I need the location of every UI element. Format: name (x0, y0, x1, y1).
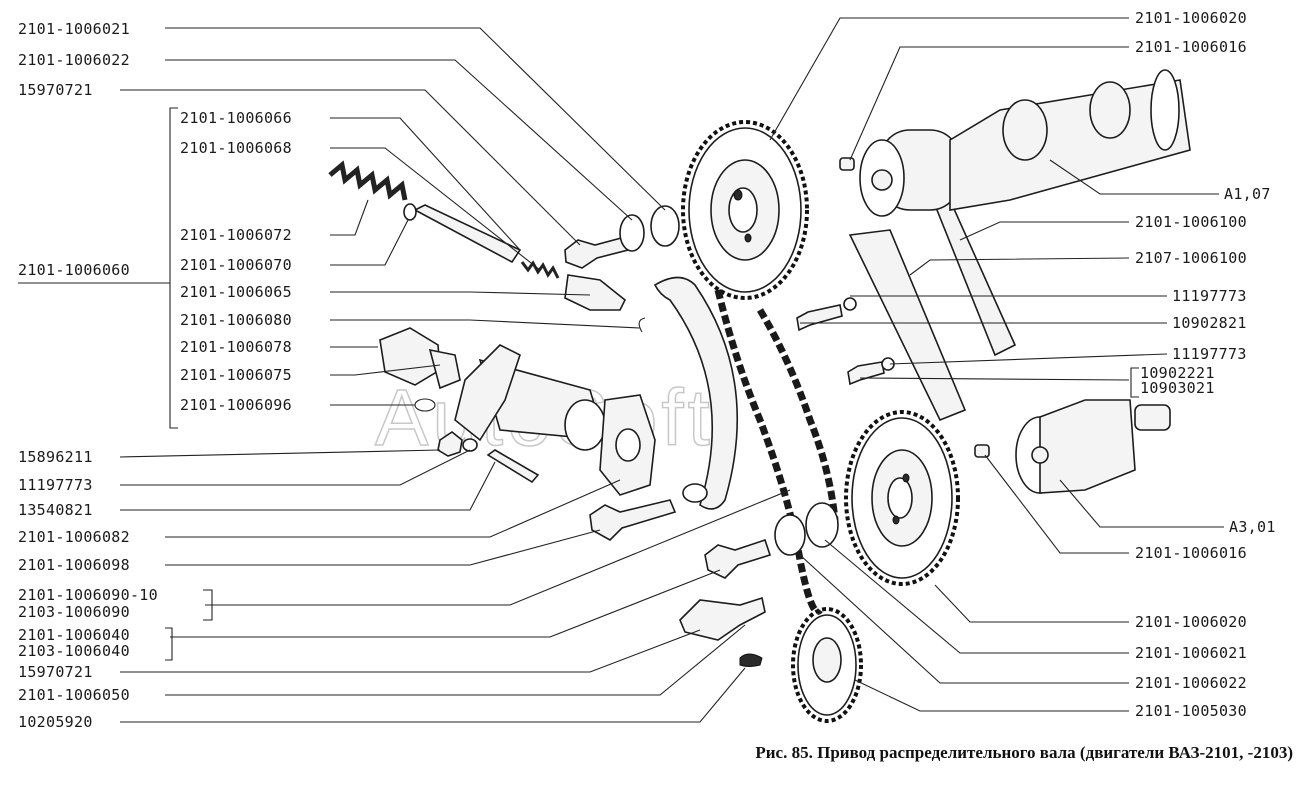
label-2101-1006020-bottom: 2101-1006020 (1135, 613, 1247, 631)
label-15970721-top: 15970721 (18, 81, 93, 99)
auxiliary-shaft-sprocket (844, 410, 960, 586)
label-2101-1006100: 2101-1006100 (1135, 213, 1247, 231)
label-2101-1006075: 2101-1006075 (180, 366, 292, 384)
chain-tensioner-shoe (653, 276, 738, 510)
damper-washer-1 (843, 297, 857, 311)
label-10902221: 10902221 (1140, 364, 1215, 382)
aux-sprocket-washer (774, 514, 806, 556)
label-2101-1006096: 2101-1006096 (180, 396, 292, 414)
tensioner-plunger (564, 274, 627, 311)
label-15970721-bottom: 15970721 (18, 663, 93, 681)
label-15896211: 15896211 (18, 448, 93, 466)
label-2101-1006080: 2101-1006080 (180, 311, 292, 329)
tensioner-small-spring (520, 260, 560, 279)
part-labels: 2101-1006021 2101-1006022 15970721 2101-… (18, 9, 1276, 731)
damper-bolt-1 (796, 304, 843, 332)
label-a107: А1,07 (1224, 185, 1271, 203)
label-2101-1006020-top: 2101-1006020 (1135, 9, 1247, 27)
label-11197773-b: 11197773 (1172, 345, 1247, 363)
label-10205920: 10205920 (18, 713, 93, 731)
label-2107-1006100: 2107-1006100 (1135, 249, 1247, 267)
label-2101-1006021-top: 2101-1006021 (18, 20, 130, 38)
tensioner-ball-valve (428, 348, 461, 390)
label-2101-1006066: 2101-1006066 (180, 109, 292, 127)
tensioner-spring (328, 160, 408, 201)
camshaft-sprocket-bolt (564, 236, 629, 269)
label-2101-1006022-bottom: 2101-1006022 (1135, 674, 1247, 692)
washer (462, 438, 478, 452)
camshaft (859, 69, 1191, 217)
label-2101-1006098: 2101-1006098 (18, 556, 130, 574)
leader-lines (18, 17, 1224, 723)
label-2101-1006016-bottom: 2101-1006016 (1135, 544, 1247, 562)
label-2101-1006090-10: 2101-1006090-10 (18, 586, 158, 604)
label-2101-1006021-bottom: 2101-1006021 (1135, 644, 1247, 662)
tensioner-body (454, 344, 656, 496)
aux-shaft-dowel (974, 444, 990, 458)
shoe-bolt (589, 499, 677, 541)
label-2101-1006060: 2101-1006060 (18, 261, 130, 279)
label-2101-1006078: 2101-1006078 (180, 338, 292, 356)
timing-chain-right-run (756, 308, 839, 521)
camshaft-dowel (839, 157, 855, 171)
label-2101-1006050: 2101-1006050 (18, 686, 130, 704)
aux-sprocket-washer-2 (805, 502, 839, 548)
label-2101-1006016-top: 2101-1006016 (1135, 38, 1247, 56)
tensioner-washer (403, 203, 417, 221)
retaining-ring (638, 317, 646, 333)
camshaft-sprocket (681, 120, 809, 300)
stud (486, 449, 540, 484)
timing-chain (714, 289, 823, 615)
label-10902821: 10902821 (1172, 314, 1247, 332)
label-2101-1006082: 2101-1006082 (18, 528, 130, 546)
label-2101-1005030: 2101-1005030 (1135, 702, 1247, 720)
label-10903021: 10903021 (1140, 379, 1215, 397)
label-a301: А3,01 (1229, 518, 1276, 536)
label-2101-1006072: 2101-1006072 (180, 226, 292, 244)
label-2101-1006070: 2101-1006070 (180, 256, 292, 274)
label-11197773-a: 11197773 (1172, 287, 1247, 305)
label-13540821: 13540821 (18, 501, 93, 519)
label-11197773-left: 11197773 (18, 476, 93, 494)
label-2101-1006065: 2101-1006065 (180, 283, 292, 301)
crankshaft-ratchet (679, 596, 766, 641)
label-2101-1006068: 2101-1006068 (180, 139, 292, 157)
camshaft-bolt-washer (619, 214, 645, 252)
figure-caption: Рис. 85. Привод распределительного вала … (755, 743, 1293, 762)
label-2101-1006022-top: 2101-1006022 (18, 51, 130, 69)
camshaft-sprocket-washer (650, 205, 680, 247)
crankshaft-key (739, 653, 763, 667)
crankshaft-sprocket (791, 607, 863, 723)
label-2101-1006040: 2101-1006040 (18, 626, 130, 644)
damper-bolt-2 (847, 361, 885, 386)
label-2103-1006040: 2103-1006040 (18, 642, 130, 660)
auxiliary-shaft (1015, 399, 1171, 494)
chain-damper (848, 229, 967, 422)
chain-damper-2107 (933, 199, 1017, 357)
label-2103-1006090: 2103-1006090 (18, 603, 130, 621)
